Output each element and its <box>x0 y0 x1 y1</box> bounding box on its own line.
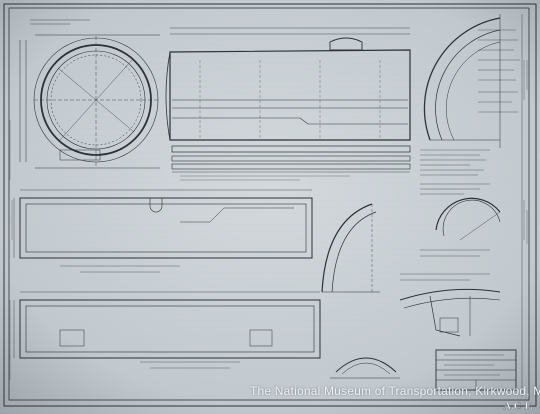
hinge-arc-detail <box>330 357 400 379</box>
circular-end-view <box>19 19 160 169</box>
shell-side-view <box>165 27 411 181</box>
gasket-connection-detail <box>399 273 501 337</box>
gasket-plan-upper <box>13 189 313 273</box>
watermark-logo: A.C.F. <box>503 400 533 412</box>
watermark-text: The National Museum of Transportation, K… <box>250 384 540 398</box>
svg-text:A.C.F.: A.C.F. <box>503 400 533 412</box>
end-ring-segment <box>423 14 520 148</box>
revision-column <box>521 14 528 396</box>
side-notes <box>9 120 13 380</box>
inner-border <box>8 7 530 401</box>
outer-border <box>3 3 537 407</box>
general-notes <box>420 149 490 195</box>
title-block <box>435 349 517 391</box>
curved-gasket-detail <box>321 203 380 293</box>
section-detail-circle <box>420 197 501 257</box>
gasket-plan-lower <box>13 291 321 369</box>
